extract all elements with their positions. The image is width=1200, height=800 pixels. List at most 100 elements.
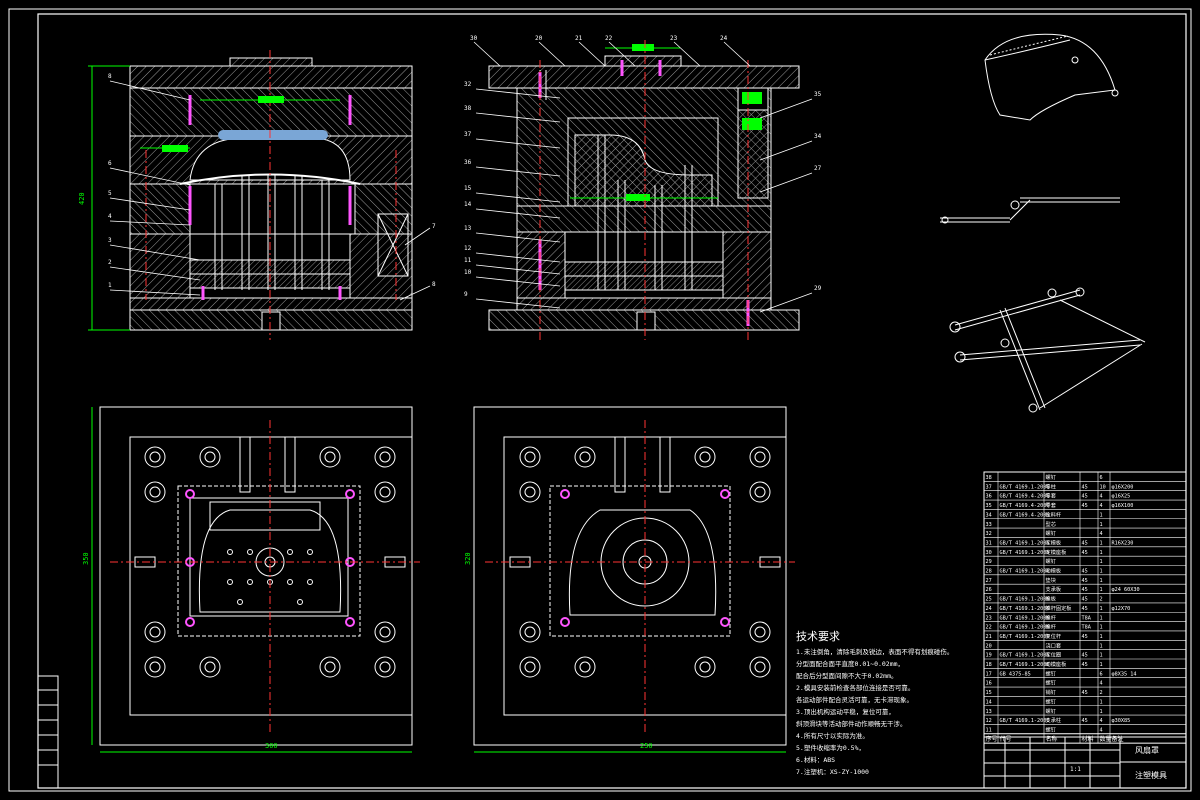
title-part-name: 风扇罩 bbox=[1135, 745, 1159, 755]
bom-cell: 1 bbox=[1100, 540, 1103, 546]
plan-view-moving: 300 350 bbox=[82, 406, 420, 753]
bom-cell: 导套 bbox=[1046, 492, 1057, 500]
bom-cell: 定模座板 bbox=[1046, 548, 1068, 556]
bom-cell: 1 bbox=[1100, 615, 1103, 621]
tech-req-line: 2.模具安装前检查各部位连接是否可靠。 bbox=[796, 683, 914, 692]
bom-cell: 14 bbox=[986, 699, 992, 705]
bom-cell: 38 bbox=[986, 475, 992, 481]
bom-cell: 1 bbox=[1100, 578, 1103, 584]
bom-cell: 26 bbox=[986, 587, 992, 593]
bom-cell: 螺钉 bbox=[1046, 557, 1056, 565]
bom-cell: 24 bbox=[986, 606, 992, 612]
bom-cell: GB/T 4169.1-2006 bbox=[1000, 597, 1050, 603]
side-section-view bbox=[488, 40, 800, 340]
bom-cell: 45 bbox=[1082, 494, 1088, 500]
bom-cell: 推板 bbox=[1046, 595, 1057, 603]
iso-pin-view bbox=[940, 197, 1120, 224]
tech-req-line: 1.未注倒角，清除毛刺及锐边，表面不得有划痕碰伤。 bbox=[796, 647, 953, 656]
bom-cell: 1 bbox=[1100, 522, 1103, 528]
plan-right-dim-height: 320 bbox=[464, 552, 472, 565]
bom-cell: 4 bbox=[1100, 718, 1103, 724]
bom-cell: 1 bbox=[1100, 634, 1103, 640]
tech-req-line: 斜顶滑块等活动部件动作顺畅无干涉。 bbox=[796, 719, 907, 728]
bom-cell: GB/T 4169.4-2006 bbox=[1000, 503, 1050, 509]
bom-cell: 1 bbox=[1100, 653, 1103, 659]
bom-cell: 推杆 bbox=[1046, 623, 1056, 631]
bom-cell: 37 bbox=[986, 484, 992, 490]
bom-cell: 11 bbox=[986, 727, 992, 733]
bom-cell: GB/T 4169.1-2006 bbox=[1000, 615, 1050, 621]
bom-cell: 45 bbox=[1082, 653, 1088, 659]
bom-cell: R16X230 bbox=[1112, 540, 1134, 546]
bom-cell: 2 bbox=[1100, 690, 1103, 696]
bom-cell: 型芯 bbox=[1046, 520, 1056, 528]
bom-cell: 10 bbox=[1100, 484, 1106, 490]
bom-cell: 19 bbox=[986, 653, 992, 659]
bom-header-cell: 材料 bbox=[1082, 735, 1094, 743]
bom-cell: 浇口套 bbox=[1046, 641, 1062, 649]
front-balloon-4: 4 bbox=[108, 213, 112, 220]
side-balloon-top-21: 21 bbox=[575, 35, 583, 42]
bom-cell: GB/T 4169.1-2006 bbox=[1000, 540, 1050, 546]
bom-header-cell: 序号 bbox=[986, 735, 998, 743]
front-balloon-right-7: 7 bbox=[432, 223, 436, 230]
bom-cell: 30 bbox=[986, 550, 992, 556]
bom-cell: 45 bbox=[1082, 634, 1088, 640]
bom-cell: φ16X25 bbox=[1112, 494, 1131, 500]
bom-cell: T8A bbox=[1082, 615, 1092, 621]
bom-cell: 15 bbox=[986, 690, 992, 696]
bom-cell: 45 bbox=[1082, 718, 1088, 724]
side-balloon-top-30: 30 bbox=[470, 35, 478, 42]
bom-cell: 1 bbox=[1100, 643, 1103, 649]
bom-cell: 23 bbox=[986, 615, 992, 621]
title-block: 风扇罩 注塑模具 1:1 bbox=[983, 736, 1187, 789]
bom-cell: 4 bbox=[1100, 494, 1103, 500]
outer-border bbox=[8, 8, 1192, 792]
bom-cell: 20 bbox=[986, 643, 992, 649]
bom-header-cell: 代号 bbox=[1000, 735, 1012, 743]
side-balloon-right-29: 29 bbox=[814, 285, 822, 292]
bom-cell: GB/T 4169.1-2006 bbox=[1000, 634, 1050, 640]
bom-cell: 螺钉 bbox=[1046, 473, 1056, 481]
side-balloon-right-34: 34 bbox=[814, 133, 822, 140]
bom-cell: 22 bbox=[986, 625, 992, 631]
bom-cell: 1 bbox=[1100, 606, 1103, 612]
bom-cell: 27 bbox=[986, 578, 992, 584]
side-balloon-right-27: 27 bbox=[814, 165, 822, 172]
bom-cell: 动模座板 bbox=[1046, 660, 1068, 668]
bom-cell: 45 bbox=[1082, 578, 1088, 584]
bom-cell: 34 bbox=[986, 512, 992, 518]
side-balloon-top-20: 20 bbox=[535, 35, 543, 42]
tech-req-line: 各运动部件配合灵活可靠，无卡滞现象。 bbox=[796, 695, 913, 704]
bom-cell: 1 bbox=[1100, 662, 1103, 668]
bom-cell: T8A bbox=[1082, 625, 1092, 631]
bom-cell: 螺钉 bbox=[1046, 707, 1056, 715]
bom-cell: 4 bbox=[1100, 681, 1103, 687]
bom-cell: 28 bbox=[986, 569, 992, 575]
bom-cell: φ12X70 bbox=[1112, 606, 1131, 612]
bom-cell: 支承柱 bbox=[1046, 716, 1062, 724]
front-balloon-8: 8 bbox=[108, 73, 112, 80]
plan-view-fixed: 250 320 bbox=[464, 406, 795, 753]
bom-cell: 45 bbox=[1082, 569, 1088, 575]
bom-cell: GB/T 4169.4-2006 bbox=[1000, 494, 1050, 500]
bom-cell: 25 bbox=[986, 597, 992, 603]
bom-cell: GB/T 4169.1-2006 bbox=[1000, 625, 1050, 631]
bom-cell: 导套 bbox=[1046, 501, 1057, 509]
title-scale: 1:1 bbox=[1070, 766, 1081, 773]
bom-cell: 36 bbox=[986, 494, 992, 500]
bom-cell: 螺钉 bbox=[1046, 679, 1056, 687]
side-balloon-left-10: 10 bbox=[464, 269, 472, 276]
